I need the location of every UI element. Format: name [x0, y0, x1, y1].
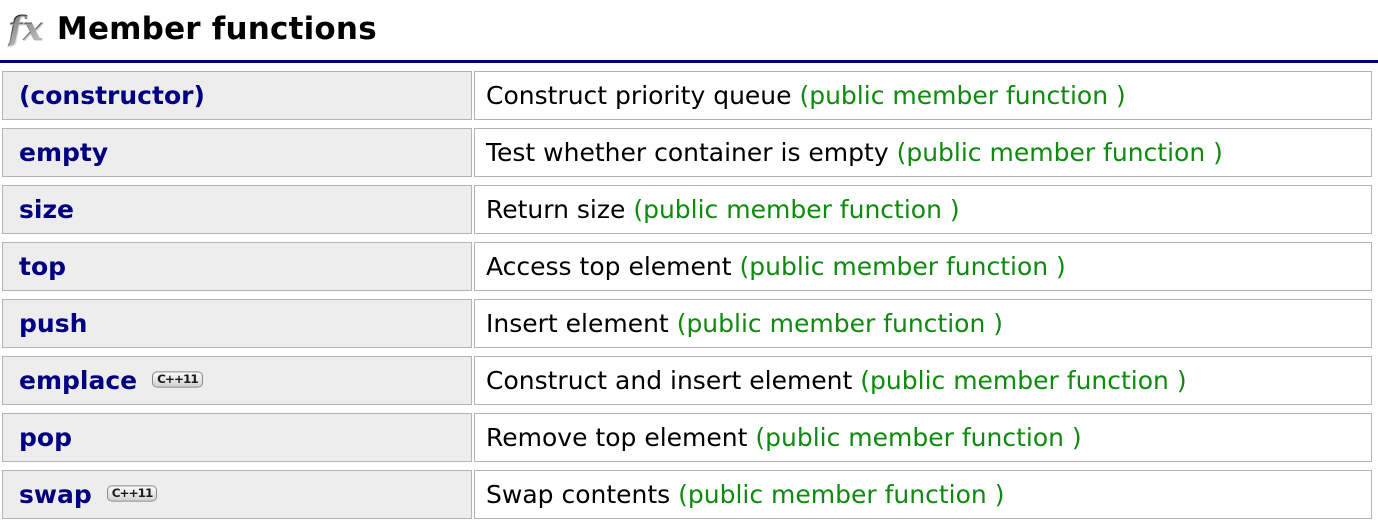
member-description-cell: Remove top element (public member functi…: [474, 413, 1372, 462]
table-row: pop Remove top element (public member fu…: [2, 413, 1372, 462]
function-description: Return size: [486, 195, 634, 224]
function-qualifier: (public member function ): [739, 252, 1066, 281]
member-function-link[interactable]: pop: [19, 423, 72, 452]
function-description: Test whether container is empty: [486, 138, 897, 167]
page-title: Member functions: [56, 10, 377, 47]
table-row: size Return size (public member function…: [2, 185, 1372, 234]
member-description-cell: Test whether container is empty (public …: [474, 128, 1372, 177]
member-functions-table: (constructor) Construct priority queue (…: [0, 63, 1374, 525]
function-description: Access top element: [486, 252, 740, 281]
function-description: Remove top element: [486, 423, 756, 452]
member-function-link[interactable]: push: [19, 309, 88, 338]
member-function-link[interactable]: (constructor): [19, 81, 205, 110]
table-row: (constructor) Construct priority queue (…: [2, 71, 1372, 120]
function-qualifier: (public member function ): [896, 138, 1223, 167]
member-name-cell: top: [2, 242, 472, 291]
member-description-cell: Insert element (public member function ): [474, 299, 1372, 348]
member-function-link[interactable]: emplace: [19, 366, 138, 395]
table-row: swap C++11 Swap contents (public member …: [2, 470, 1372, 519]
table-row: top Access top element (public member fu…: [2, 242, 1372, 291]
function-description: Construct and insert element: [486, 366, 861, 395]
function-description: Insert element: [486, 309, 677, 338]
member-name-cell: push: [2, 299, 472, 348]
cpp11-badge: C++11: [152, 371, 203, 388]
member-name-cell: size: [2, 185, 472, 234]
function-qualifier: (public member function ): [799, 81, 1126, 110]
member-description-cell: Swap contents (public member function ): [474, 470, 1372, 519]
function-qualifier: (public member function ): [676, 309, 1003, 338]
member-description-cell: Access top element (public member functi…: [474, 242, 1372, 291]
section-header: fx Member functions: [0, 0, 1378, 63]
member-description-cell: Construct priority queue (public member …: [474, 71, 1372, 120]
function-qualifier: (public member function ): [755, 423, 1082, 452]
member-function-link[interactable]: empty: [19, 138, 109, 167]
member-name-cell: empty: [2, 128, 472, 177]
member-name-cell: (constructor): [2, 71, 472, 120]
function-qualifier: (public member function ): [678, 480, 1005, 509]
member-name-cell: pop: [2, 413, 472, 462]
table-row: empty Test whether container is empty (p…: [2, 128, 1372, 177]
member-function-link[interactable]: swap: [19, 480, 92, 509]
function-description: Construct priority queue: [486, 81, 800, 110]
member-name-cell: swap C++11: [2, 470, 472, 519]
member-description-cell: Return size (public member function ): [474, 185, 1372, 234]
function-description: Swap contents: [486, 480, 679, 509]
member-name-cell: emplace C++11: [2, 356, 472, 405]
function-icon: fx: [8, 9, 43, 49]
function-qualifier: (public member function ): [860, 366, 1187, 395]
member-function-link[interactable]: size: [19, 195, 74, 224]
table-row: push Insert element (public member funct…: [2, 299, 1372, 348]
function-qualifier: (public member function ): [633, 195, 960, 224]
cpp11-badge: C++11: [106, 485, 158, 502]
member-function-link[interactable]: top: [19, 252, 67, 281]
table-row: emplace C++11 Construct and insert eleme…: [2, 356, 1372, 405]
member-description-cell: Construct and insert element (public mem…: [474, 356, 1372, 405]
